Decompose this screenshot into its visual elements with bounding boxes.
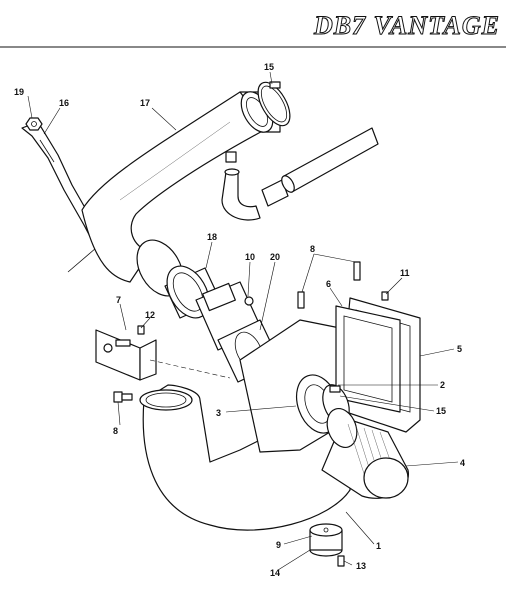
callout-18: 18 [207,232,217,242]
cone-air-filter-part-4 [321,408,409,499]
callout-16: 16 [59,98,69,108]
model-title: DB7 VANTAGE [313,11,500,40]
callout-8-left: 8 [113,426,118,436]
hose-clamp-part-15-top [257,81,291,127]
mounting-bracket-part-7 [95,329,157,381]
callout-6: 6 [326,279,331,289]
callout-13: 13 [356,561,366,571]
callout-1: 1 [376,541,381,551]
screw-part-12 [137,325,145,335]
callout-9: 9 [276,540,281,550]
callout-20: 20 [270,252,280,262]
rubber-mount-part-9 [309,523,343,557]
callout-4: 4 [460,458,465,468]
callout-5: 5 [457,344,462,354]
stud-part-8-top [297,261,361,309]
callout-7: 7 [116,295,121,305]
seal-part-6 [335,305,401,413]
callout-2: 2 [440,380,445,390]
stud-part-8-left [113,391,133,403]
screw-part-11 [381,291,389,301]
callout-10: 10 [245,252,255,262]
callout-17: 17 [140,98,150,108]
callout-8-top: 8 [310,244,315,254]
callout-3: 3 [216,408,221,418]
callout-15-lower: 15 [436,406,446,416]
screw-part-13 [337,555,345,567]
leader-lines [27,71,459,571]
callout-12: 12 [145,310,155,320]
breather-hoses [221,127,379,221]
callout-11: 11 [400,268,410,278]
callout-19: 19 [14,87,24,97]
callout-14: 14 [270,568,280,578]
nut-part-19 [25,117,43,131]
callout-15-top: 15 [264,62,274,72]
